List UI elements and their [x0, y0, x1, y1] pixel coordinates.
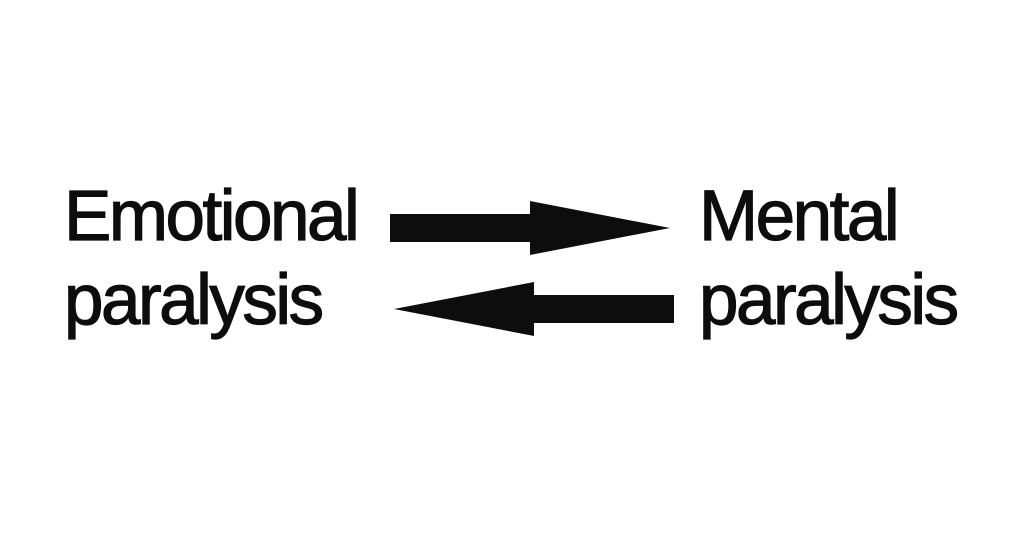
left-node-line2: paralysis [63, 260, 324, 340]
left-node-label: Emotional paralysis [63, 175, 360, 343]
left-node-line1: Emotional [63, 176, 360, 256]
right-node-line2: paralysis [698, 260, 959, 340]
arrow-left-shape [394, 282, 674, 336]
arrow-right-shape [390, 201, 670, 255]
right-node-label: Mental paralysis [698, 175, 959, 343]
arrow-left-icon [394, 282, 674, 336]
right-node-line1: Mental [698, 176, 900, 256]
arrow-right-icon [390, 201, 670, 255]
